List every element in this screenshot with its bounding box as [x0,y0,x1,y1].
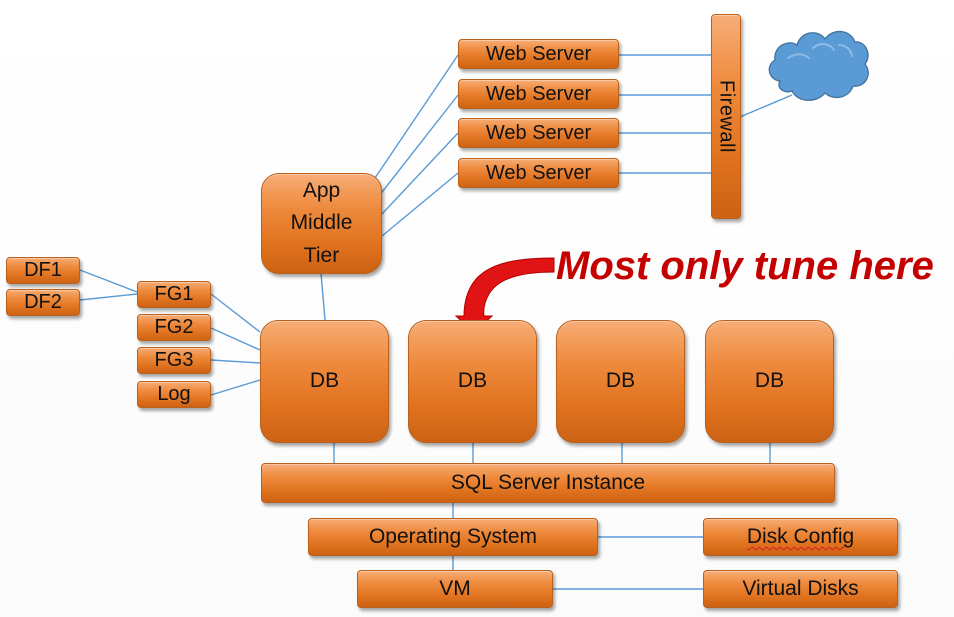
operating-system-label: Operating System [368,524,538,548]
connector-app-web1 [374,54,459,179]
fg2-label: FG2 [154,316,194,338]
app-middle-tier-box: App Middle Tier [261,173,382,274]
web-server-1: Web Server [458,39,619,69]
df2-label: DF2 [24,291,62,313]
cloud-icon [768,30,869,101]
fg3-label: FG3 [154,349,194,371]
web-server-4-label: Web Server [485,161,592,184]
filegroup-fg3: FG3 [137,347,211,374]
fg1-label: FG1 [154,283,194,305]
callout-text: Most only tune here [556,244,934,288]
disk-config-label: Disk Config [746,524,855,548]
web-server-2-label: Web Server [485,82,592,105]
vm-box: VM [357,570,553,608]
app-tier-line-1: App [302,178,341,202]
database-1: DB [260,320,389,443]
database-3-label: DB [605,369,636,393]
connector-app-web2 [378,94,459,197]
firewall-box: Firewall [711,14,741,219]
app-tier-line-2: Middle [290,211,353,235]
connector-app-web3 [381,132,459,215]
connector-fg2-db [210,327,261,351]
connector-log-db [210,379,261,396]
firewall-label: Firewall [715,80,738,153]
database-2: DB [408,320,537,443]
data-file-df2: DF2 [6,289,80,316]
database-3: DB [556,320,685,443]
database-4: DB [705,320,834,443]
connector-df2-fg1 [79,293,138,301]
web-server-1-label: Web Server [485,42,592,65]
connector-fg1-db [210,293,261,333]
log-file: Log [137,381,211,408]
operating-system-box: Operating System [308,518,598,556]
virtual-disks-box: Virtual Disks [703,570,898,608]
disk-config-box: Disk Config [703,518,898,556]
database-2-label: DB [457,369,488,393]
filegroup-fg2: FG2 [137,314,211,341]
web-server-4: Web Server [458,158,619,188]
web-server-2: Web Server [458,79,619,109]
virtual-disks-label: Virtual Disks [742,576,859,600]
sql-server-instance-box: SQL Server Instance [261,463,835,503]
connector-fg3-db [210,359,261,364]
app-tier-line-3: Tier [303,243,340,267]
database-1-label: DB [309,369,340,393]
connector-app-db [320,272,326,321]
connector-df1-fg1 [79,269,138,293]
filegroup-fg1: FG1 [137,281,211,308]
data-file-df1: DF1 [6,257,80,284]
log-label: Log [157,383,191,405]
vm-label: VM [439,576,471,600]
connector-firewall-cloud [739,94,793,118]
web-server-3: Web Server [458,118,619,148]
web-server-3-label: Web Server [485,121,592,144]
connector-app-web4 [381,172,459,237]
database-4-label: DB [754,369,785,393]
sql-server-instance-label: SQL Server Instance [450,470,646,494]
df1-label: DF1 [24,259,62,281]
